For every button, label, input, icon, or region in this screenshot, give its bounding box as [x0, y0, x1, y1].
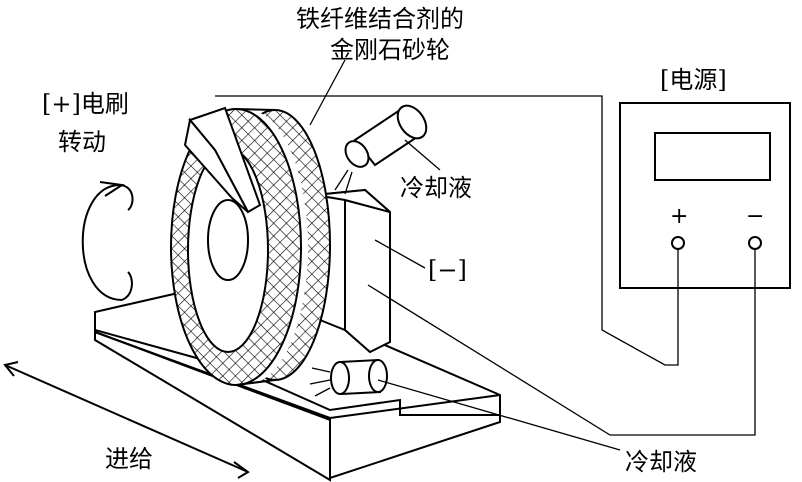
feed-arrow-icon	[3, 361, 250, 479]
brush-label-line2: 转动	[58, 128, 106, 156]
leader-lines	[309, 59, 621, 451]
coolant-label-top: 冷却液	[400, 174, 472, 202]
wiring	[215, 95, 756, 436]
coolant-nozzle-top	[334, 104, 428, 195]
minus-terminal-label: −	[746, 204, 764, 229]
coolant-label-bottom: 冷却液	[625, 448, 697, 476]
coolant-nozzle-bottom	[309, 358, 388, 397]
power-supply-label: [电源]	[660, 66, 727, 94]
feed-label: 进给	[105, 445, 153, 473]
plus-terminal-label: +	[670, 204, 688, 229]
brush-electrode	[183, 106, 262, 214]
wheel-label-line1: 铁纤维结合剂的	[296, 5, 464, 33]
negative-electrode-label: [−]	[428, 256, 467, 284]
rotation-arrow-icon	[81, 181, 134, 301]
power-supply-box	[619, 102, 791, 289]
brush-label-line1: [+]电刷	[42, 90, 129, 118]
wheel-label-line2: 金刚石砂轮	[330, 36, 450, 64]
